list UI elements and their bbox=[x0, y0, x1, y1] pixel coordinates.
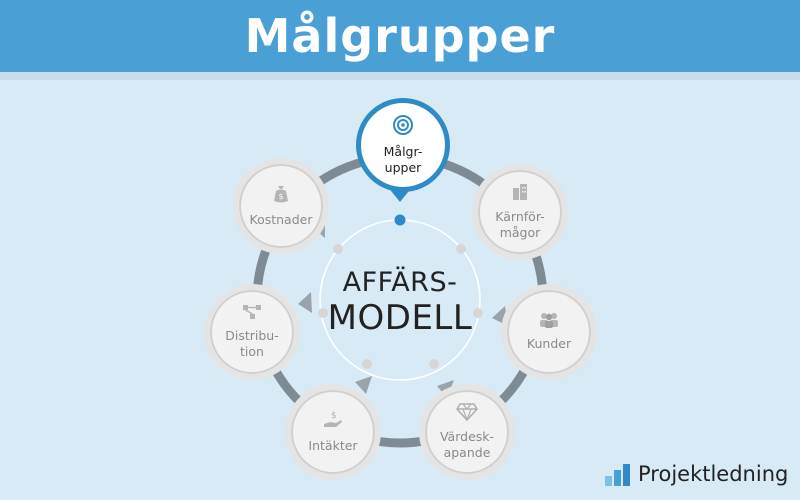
node-label: Kärnför- mågor bbox=[495, 209, 545, 240]
inner-dots bbox=[318, 244, 483, 369]
inner-dot bbox=[362, 359, 372, 369]
node-karnformagor[interactable]: Kärnför- mågor bbox=[472, 164, 568, 260]
network-icon bbox=[242, 304, 262, 324]
inner-dot bbox=[456, 244, 466, 254]
node-label: Kostnader bbox=[249, 212, 313, 227]
diamond-icon bbox=[456, 403, 478, 425]
people-icon bbox=[538, 312, 560, 332]
target-icon bbox=[392, 114, 414, 140]
node-label: Värdesk- apande bbox=[439, 429, 495, 460]
node-kunder[interactable]: Kunder bbox=[501, 284, 597, 380]
header-divider bbox=[0, 72, 800, 80]
node-intakter[interactable]: $ Intäkter bbox=[285, 384, 381, 480]
node-label: Distribu- tion bbox=[225, 328, 279, 359]
node-label: Kunder bbox=[526, 336, 572, 351]
inner-dot bbox=[429, 359, 439, 369]
svg-text:$: $ bbox=[279, 192, 284, 201]
node-malgrupper[interactable]: Målgr- upper bbox=[356, 98, 450, 192]
inner-dot bbox=[333, 244, 343, 254]
node-label: Målgr- upper bbox=[383, 144, 423, 175]
svg-text:$: $ bbox=[331, 411, 337, 421]
node-vardeskapande[interactable]: Värdesk- apande bbox=[419, 384, 515, 480]
center-label-line1: AFFÄRS- bbox=[342, 267, 458, 298]
bar-chart-icon bbox=[605, 464, 630, 486]
center-label: AFFÄRS- MODELL bbox=[310, 267, 490, 339]
center-label-line2: MODELL bbox=[327, 298, 473, 338]
node-kostnader[interactable]: $ Kostnader bbox=[233, 158, 329, 254]
active-dot bbox=[394, 214, 406, 226]
node-distribution[interactable]: Distribu- tion bbox=[204, 284, 300, 380]
inner-dot bbox=[318, 308, 328, 318]
ring-arrow bbox=[355, 376, 372, 394]
page-title: Målgrupper bbox=[244, 9, 556, 63]
money-bag-icon: $ bbox=[272, 184, 290, 208]
ring-arrow bbox=[298, 292, 312, 313]
inner-dot bbox=[473, 308, 483, 318]
header-bar: Målgrupper bbox=[0, 0, 800, 72]
brand-logo: Projektledning bbox=[604, 460, 788, 488]
building-icon bbox=[511, 183, 529, 205]
node-label: Intäkter bbox=[308, 438, 358, 453]
brand-name: Projektledning bbox=[638, 462, 789, 486]
hand-money-icon: $ bbox=[322, 410, 344, 434]
